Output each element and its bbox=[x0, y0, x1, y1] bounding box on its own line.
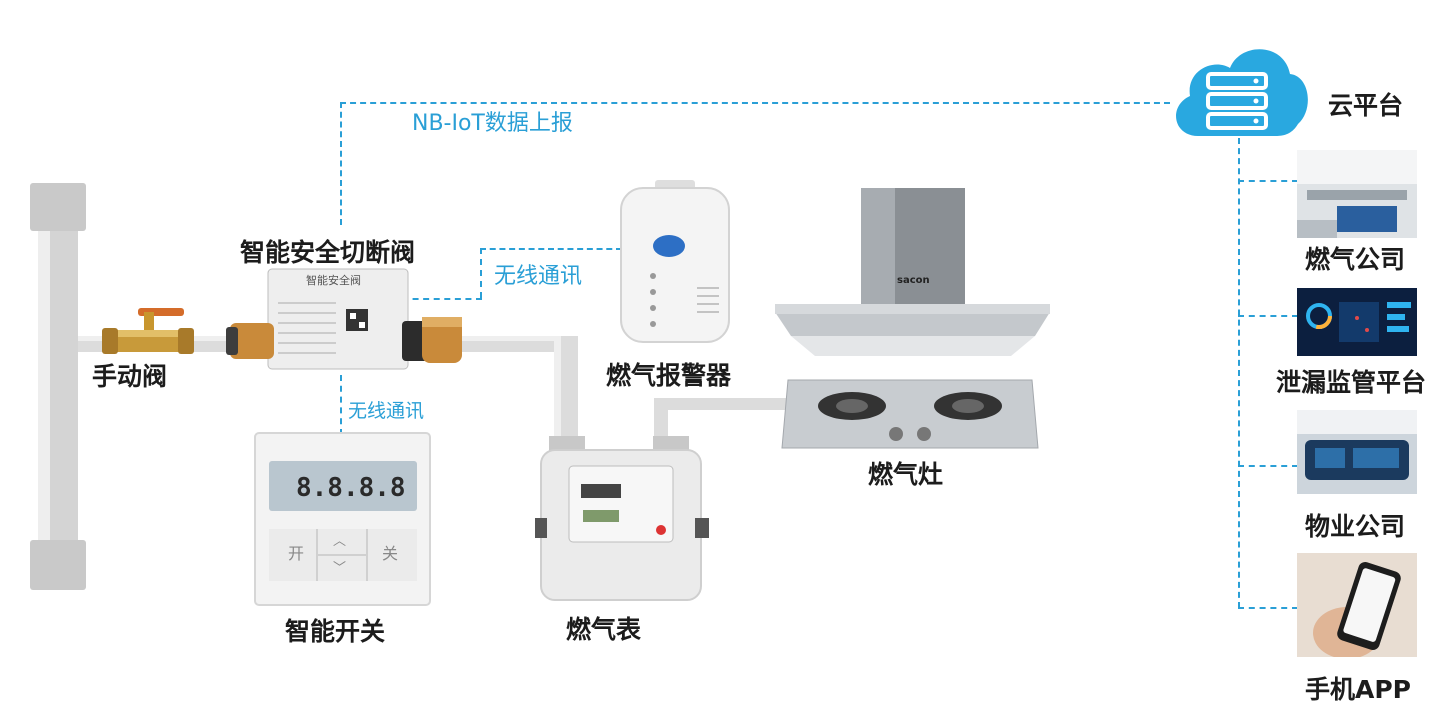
label-wireless-alarm: 无线通讯 bbox=[494, 264, 583, 289]
branch-gas-company bbox=[1238, 180, 1298, 182]
gas-company-image bbox=[1297, 150, 1417, 238]
manual-valve-icon bbox=[102, 308, 194, 354]
label-leak-platform: 泄漏监管平台 bbox=[1276, 368, 1427, 397]
label-safety-valve: 智能安全切断阀 bbox=[240, 238, 416, 267]
branch-property bbox=[1238, 465, 1298, 467]
label-nbiot: NB-IoT数据上报 bbox=[412, 111, 573, 136]
label-cloud-platform: 云平台 bbox=[1328, 91, 1404, 120]
nbiot-line-top bbox=[340, 102, 1170, 104]
safety-valve-icon bbox=[226, 268, 462, 370]
wireless-line-left bbox=[402, 298, 482, 300]
switch-close-button[interactable]: 关 bbox=[382, 544, 399, 563]
cloud-trunk-line bbox=[1238, 138, 1240, 608]
label-manual-valve: 手动阀 bbox=[92, 362, 168, 391]
nbiot-line-down bbox=[340, 102, 342, 225]
gas-alarm-icon bbox=[620, 180, 730, 343]
label-wireless-switch: 无线通讯 bbox=[348, 400, 425, 422]
wireless-line-right bbox=[480, 248, 622, 250]
app-image bbox=[1297, 553, 1417, 657]
property-image bbox=[1297, 410, 1417, 498]
range-hood-icon bbox=[775, 188, 1050, 356]
switch-down-button[interactable]: ﹀ bbox=[333, 561, 347, 576]
smart-switch-icon bbox=[254, 432, 431, 606]
hood-brand: sacon bbox=[897, 275, 930, 286]
valve-plate-title: 智能安全阀 bbox=[306, 274, 361, 287]
label-smart-switch: 智能开关 bbox=[285, 617, 386, 646]
leak-platform-image bbox=[1297, 288, 1417, 376]
label-gas-company: 燃气公司 bbox=[1305, 245, 1406, 274]
branch-app bbox=[1238, 607, 1298, 609]
wireless-line-up bbox=[480, 248, 482, 298]
label-gas-alarm: 燃气报警器 bbox=[606, 361, 732, 390]
label-property: 物业公司 bbox=[1305, 512, 1406, 541]
label-app: 手机APP bbox=[1305, 675, 1411, 704]
label-gas-meter: 燃气表 bbox=[566, 615, 642, 644]
switch-open-button[interactable]: 开 bbox=[288, 544, 305, 563]
branch-leak-platform bbox=[1238, 315, 1298, 317]
label-gas-stove: 燃气灶 bbox=[868, 460, 944, 489]
wireless-line-switch bbox=[340, 375, 342, 435]
gas-meter-icon bbox=[535, 436, 709, 601]
gas-stove-icon bbox=[781, 379, 1039, 449]
switch-display: 8.8.8.8 bbox=[296, 473, 406, 503]
cloud-icon bbox=[1176, 49, 1308, 136]
switch-up-button[interactable]: ︿ bbox=[333, 534, 347, 549]
